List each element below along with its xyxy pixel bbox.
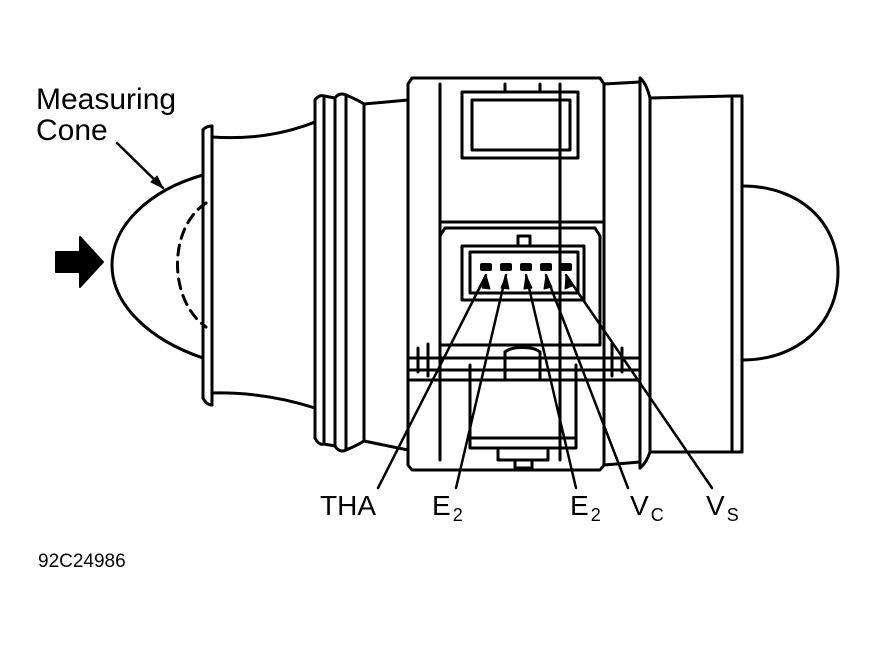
top-window	[460, 82, 580, 160]
lower-boss	[416, 342, 624, 470]
callout-arrowhead	[150, 175, 164, 189]
connector-housing	[438, 226, 602, 347]
callout-label-line2: Cone	[36, 114, 108, 147]
connector-pins	[480, 263, 572, 271]
pin-label-tha: THA	[320, 490, 376, 521]
front-flange	[313, 92, 366, 453]
pin-e2-b	[520, 263, 532, 271]
measuring-cone	[110, 173, 205, 360]
callout-label-line1: Measuring	[36, 83, 177, 116]
pin-vs	[560, 263, 572, 271]
inlet-bell	[201, 120, 317, 410]
pin-leader-arrowheads	[481, 274, 573, 290]
airflow-arrow-icon	[55, 236, 104, 288]
meter-body	[362, 76, 744, 472]
cone-hidden-edge	[176, 201, 208, 329]
pin-tha	[480, 263, 492, 271]
pin-leader-lines	[376, 273, 714, 490]
rear-dome	[740, 184, 840, 362]
pin-vc	[540, 263, 552, 271]
pin-e2-a	[500, 263, 512, 271]
figure-code: 92C24986	[38, 551, 126, 572]
